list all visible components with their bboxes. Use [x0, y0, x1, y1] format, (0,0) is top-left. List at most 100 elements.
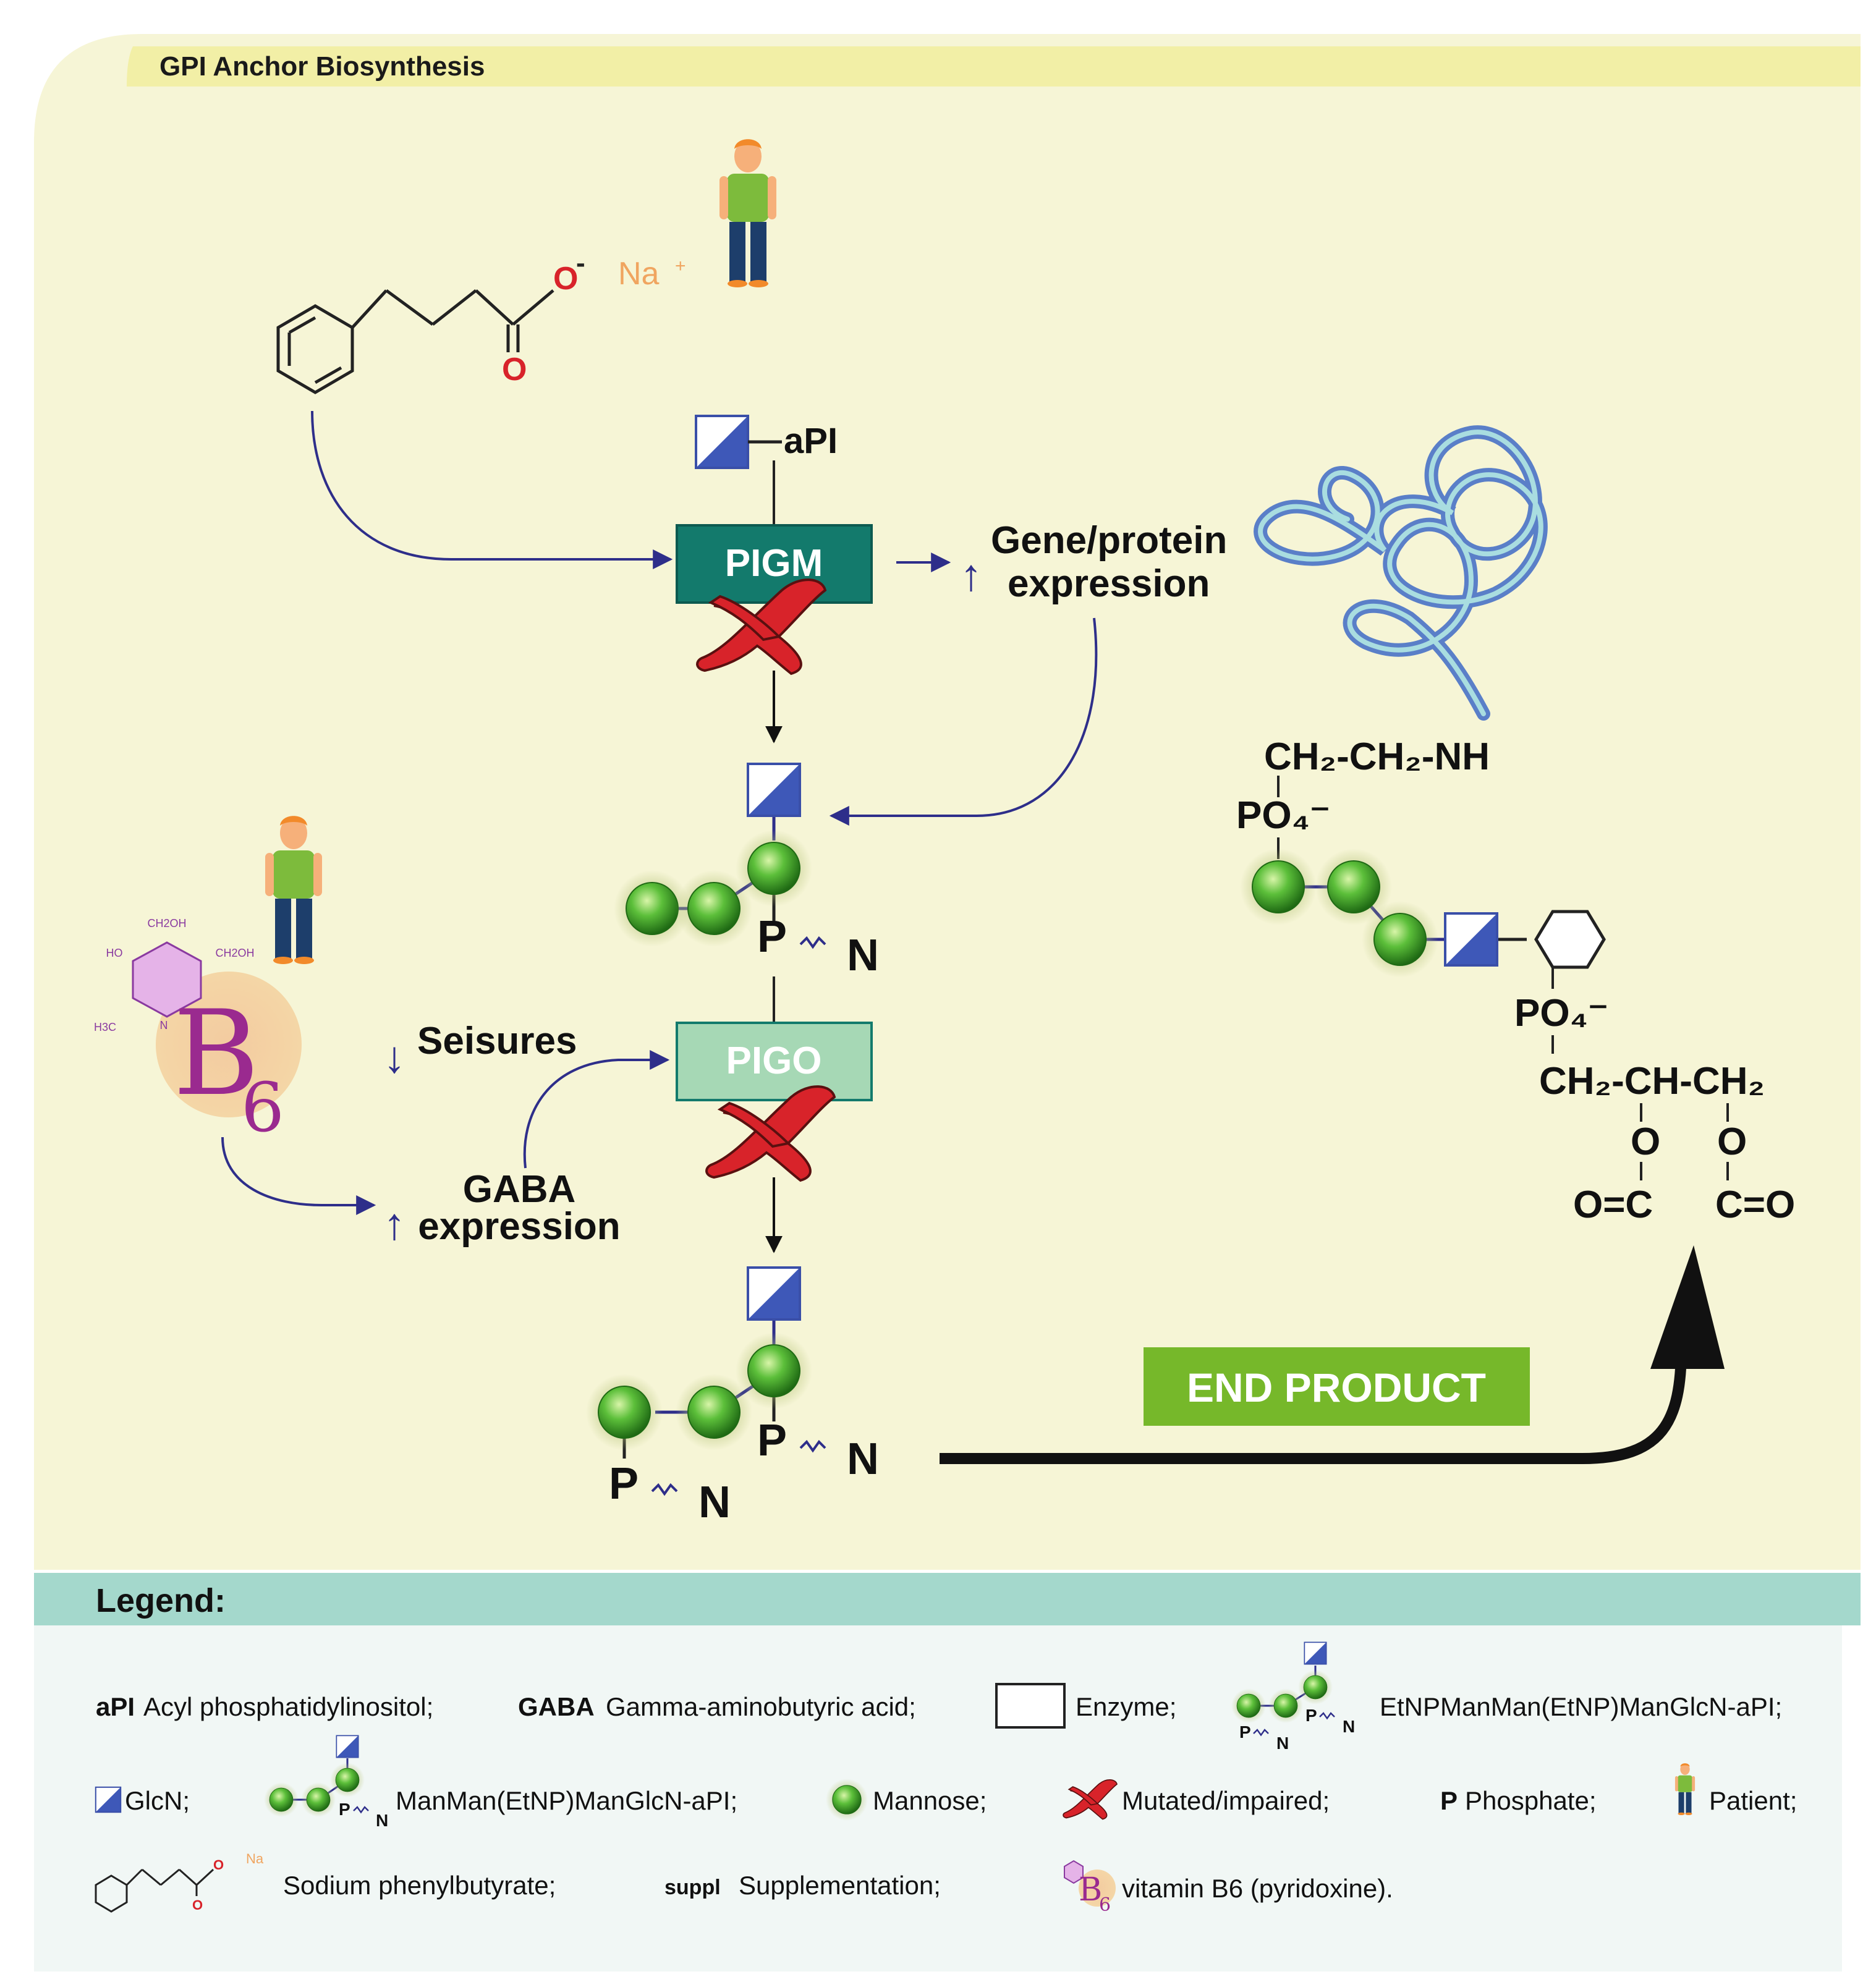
legend-enzyme-box-icon: [995, 1683, 1066, 1729]
svg-text:P: P: [1239, 1722, 1251, 1742]
seizures-label: Seisures: [417, 1020, 577, 1062]
legend-patient-text: Patient;: [1709, 1786, 1797, 1815]
legend-mannose-text: Mannose;: [873, 1786, 987, 1815]
panel-title: GPI Anchor Biosynthesis: [159, 51, 485, 82]
legend-suppl-abbr: suppl: [664, 1876, 721, 1899]
arrow-gaba-to-pigo: [523, 1050, 670, 1169]
mannose-icon: [1239, 848, 1317, 926]
intermediate-glycan: [613, 763, 813, 947]
inositol-ring-icon: [1534, 910, 1606, 969]
gaba-up-arrow: ↑: [383, 1200, 405, 1249]
enzyme-label-pigm: PIGM: [725, 542, 823, 585]
legend-phenylbutyrate-icon: [95, 1868, 214, 1913]
svg-text:CH2OH: CH2OH: [147, 917, 186, 930]
phosphate-group-bottom: PO₄⁻: [1514, 992, 1608, 1035]
svg-text:N: N: [160, 1019, 168, 1031]
legend-sodium-text: Sodium phenylbutyrate;: [283, 1871, 556, 1900]
legend-phosphate-abbr: P: [1440, 1786, 1458, 1815]
protein-coil-icon: [1254, 425, 1548, 721]
glcn-icon-substrate: [695, 415, 749, 469]
seizures-down-arrow: ↓: [383, 1033, 405, 1082]
phosphate-label: P: [609, 1459, 639, 1509]
legend-glcn-icon: [95, 1786, 122, 1813]
ethanolamine-label: N: [847, 1434, 879, 1484]
carbonyl-oxygen: O: [502, 352, 527, 388]
glcn-icon-intermediate: [747, 763, 801, 817]
legend-heading: Legend:: [96, 1582, 226, 1619]
sodium-ion: Na: [618, 256, 660, 292]
end-product-box: [1144, 1347, 1530, 1426]
enzyme-box-pigm: [676, 524, 873, 604]
svg-text:N: N: [1276, 1734, 1289, 1753]
legend-header-bar: [34, 1573, 1861, 1625]
end-product-label: END PRODUCT: [1187, 1365, 1486, 1410]
legend-partial-glycan-icon: P N: [263, 1735, 388, 1830]
phosphate-label: P: [757, 912, 787, 962]
gene-expression-line2: expression: [1008, 562, 1210, 605]
arrow-drug-to-pigm: [311, 410, 673, 569]
svg-text:6: 6: [1099, 1894, 1111, 1916]
mannose-icon: [585, 1373, 663, 1451]
carboxylate-oxygen: O: [553, 261, 578, 297]
gene-expression-line1: Gene/protein: [991, 519, 1227, 562]
legend-api-text: Acyl phosphatidylinositol;: [143, 1692, 433, 1721]
vitamin-b6-icon: CH2OH HO CH2OH H3C N: [94, 917, 302, 1117]
legend-api-abbr: aPI: [96, 1692, 135, 1721]
legend-mannose-icon: [825, 1778, 868, 1821]
final-glycan: [585, 1266, 813, 1459]
glcn-icon-final: [747, 1266, 801, 1321]
svg-text:B: B: [1079, 1871, 1102, 1908]
legend-drug-ion: Na: [246, 1851, 264, 1866]
legend-vitamin-text: vitamin B6 (pyridoxine).: [1122, 1874, 1393, 1903]
legend-partial-glycan-text: ManMan(EtNP)ManGlcN-aPI;: [396, 1786, 737, 1815]
mannose-icon: [1361, 900, 1439, 978]
phenylbutyrate-structure: [276, 289, 554, 394]
ethanolamine-chain: CH₂-CH₂-NH: [1264, 735, 1490, 778]
legend-suppl-text: Supplementation;: [739, 1871, 941, 1900]
main-panel-background: [34, 34, 1861, 1570]
legend-glcn-text: GlcN;: [125, 1786, 190, 1815]
title-bar: [127, 46, 1861, 87]
gene-expression-up-arrow: ↑: [960, 551, 982, 600]
svg-text:N: N: [376, 1811, 388, 1830]
carboxylate-charge: -: [576, 248, 585, 278]
api-label: aPI: [784, 421, 838, 461]
legend-phosphate-text: Phosphate;: [1465, 1786, 1597, 1815]
legend-drug-oxygen: O: [213, 1857, 224, 1873]
arrow-gene-to-glycan: [829, 617, 1098, 826]
gaba-line1: GABA: [463, 1168, 576, 1211]
mannose-icon: [735, 1332, 813, 1410]
end-product-glycan: [1239, 848, 1606, 989]
legend-mutated-text: Mutated/impaired;: [1122, 1786, 1330, 1815]
phosphate-group-top: PO₄⁻: [1236, 794, 1330, 837]
b6-letter: B: [173, 985, 260, 1122]
b6-subscript: 6: [241, 1068, 284, 1147]
svg-text:CH2OH: CH2OH: [215, 947, 254, 959]
enzyme-label-pigo: PIGO: [726, 1040, 821, 1082]
legend-full-glycan-text: EtNPManMan(EtNP)ManGlcN-aPI;: [1380, 1692, 1782, 1721]
legend-gaba-abbr: GABA: [518, 1692, 595, 1721]
ethanolamine-label: N: [847, 931, 879, 980]
legend-gaba-text: Gamma-aminobutyric acid;: [606, 1692, 916, 1721]
svg-text:H3C: H3C: [94, 1021, 116, 1033]
legend-full-glycan-icon: P N P N: [1231, 1641, 1355, 1753]
sodium-ion-charge: +: [675, 256, 686, 276]
ethanolamine-label: N: [698, 1478, 731, 1527]
svg-text:N: N: [1343, 1717, 1355, 1736]
ester-oxygen-right: O: [1717, 1120, 1747, 1163]
svg-text:P: P: [1305, 1706, 1317, 1725]
legend-drug-carbonyl: O: [192, 1897, 203, 1913]
arrow-b6-to-gaba: [221, 1137, 376, 1215]
svg-text:P: P: [339, 1800, 350, 1819]
svg-text:HO: HO: [106, 947, 123, 959]
acyl-carbonyl-right: C=O: [1715, 1184, 1795, 1226]
enzyme-box-pigo: [676, 1022, 873, 1101]
gaba-line2: expression: [418, 1205, 620, 1248]
end-product-arrow: [940, 1347, 1687, 1464]
mannose-icon: [735, 829, 813, 907]
legend-vitamin-b6-icon: B 6: [1064, 1860, 1116, 1916]
acyl-carbonyl-left: O=C: [1573, 1184, 1653, 1226]
end-product-arrowhead: [1650, 1245, 1725, 1369]
glcn-icon-end-product: [1444, 912, 1498, 967]
glycerol-backbone: CH₂-CH-CH₂: [1539, 1060, 1765, 1103]
